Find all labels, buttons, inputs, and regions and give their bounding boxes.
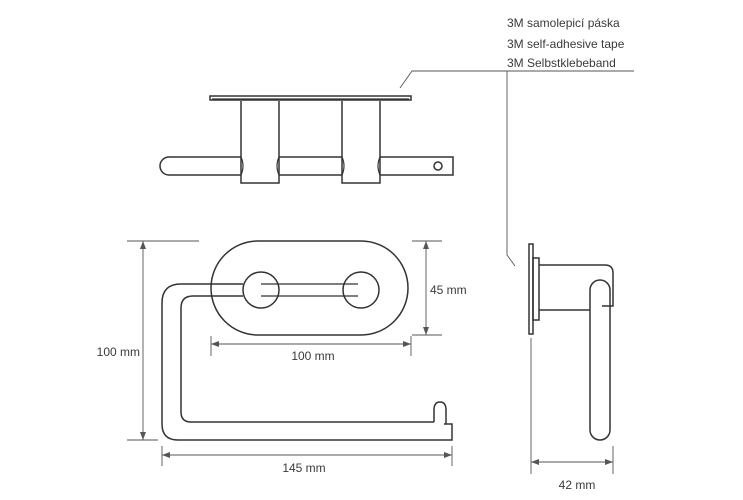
top-view-wall-plate xyxy=(209,95,412,101)
top-view-endcap-hole xyxy=(433,161,443,171)
tape-callout: 3M samolepicí páska 3M self-adhesive tap… xyxy=(399,16,634,267)
dim-depth-label: 42 mm xyxy=(559,478,596,492)
side-view-plate-body xyxy=(532,257,540,321)
dim-plate-h-arrow-top xyxy=(423,241,429,249)
dim-total-w-arrow-left xyxy=(162,452,170,458)
side-view-rod xyxy=(589,279,611,441)
callout-leader-side xyxy=(506,71,516,267)
front-view-plate xyxy=(210,240,409,336)
dimension-depth: 42 mm xyxy=(530,338,614,492)
dim-total-w-arrow-right xyxy=(444,452,452,458)
top-view-post-left xyxy=(240,101,280,184)
dim-height-label: 100 mm xyxy=(97,345,140,359)
top-view-post-right xyxy=(341,101,381,184)
front-view-rod-inner xyxy=(180,295,434,423)
front-view-rod-outer xyxy=(161,283,453,441)
dim-plate-h-arrow-bottom xyxy=(423,327,429,335)
dim-plate-w-arrow-right xyxy=(403,341,411,347)
front-view-knob-right xyxy=(342,271,380,309)
callout-label-en: 3M self-adhesive tape xyxy=(507,37,625,51)
dim-total-width-label: 145 mm xyxy=(282,461,325,475)
top-view-rod xyxy=(159,156,454,176)
dim-height-arrow-bottom xyxy=(140,432,146,440)
dimension-plate-width: 100 mm xyxy=(210,336,412,363)
dim-depth-arrow-right xyxy=(605,459,613,465)
front-view-knob-bar xyxy=(261,283,358,297)
dim-plate-height-label: 45 mm xyxy=(430,283,467,297)
top-view-post-joints xyxy=(240,156,381,176)
dimension-total-width: 145 mm xyxy=(161,446,453,475)
callout-label-cz: 3M samolepicí páska xyxy=(507,16,620,30)
dim-height-arrow-top xyxy=(140,241,146,249)
callout-label-de: 3M Selbstklebeband xyxy=(507,56,616,70)
front-view xyxy=(161,240,453,441)
side-view-arm xyxy=(539,264,614,307)
front-view-endcap xyxy=(433,401,447,424)
front-view-knob-left xyxy=(242,271,280,309)
side-view xyxy=(528,243,614,441)
dimension-height: 100 mm xyxy=(97,240,199,441)
top-view xyxy=(159,95,454,184)
dim-plate-w-arrow-left xyxy=(211,341,219,347)
callout-leader-top xyxy=(399,70,634,89)
dimension-plate-height: 45 mm xyxy=(412,240,467,336)
dim-depth-arrow-left xyxy=(531,459,539,465)
dim-plate-width-label: 100 mm xyxy=(291,349,334,363)
